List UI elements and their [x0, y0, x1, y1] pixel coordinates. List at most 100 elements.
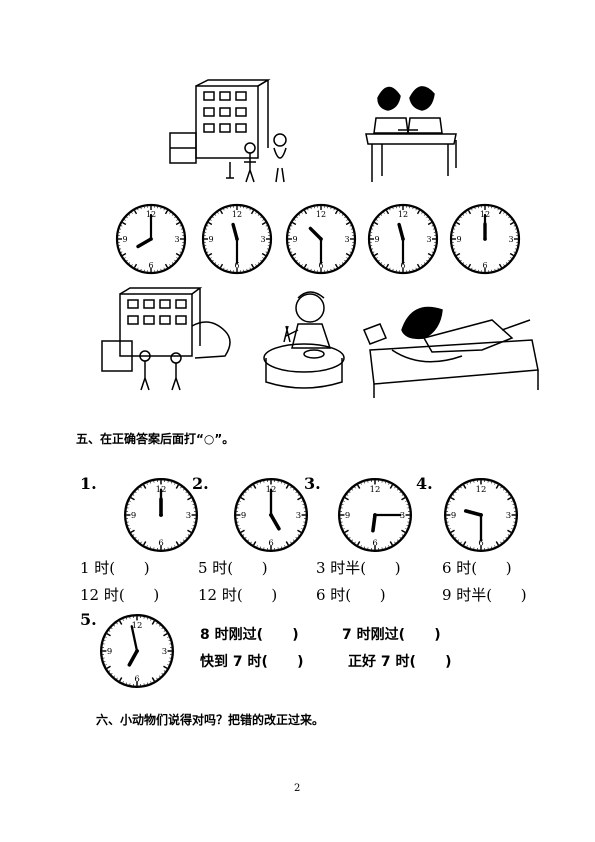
clock-number: 9: [241, 510, 246, 520]
clock-tick: [106, 665, 111, 670]
question-2-option-b[interactable]: 12 时( ): [198, 586, 278, 604]
clock-tick: [110, 672, 113, 675]
clock-tick: [191, 500, 193, 502]
clock-number: 6: [158, 538, 163, 548]
clock-number: 9: [131, 510, 136, 520]
clock-tick: [423, 214, 426, 216]
clock-tick: [252, 484, 257, 489]
clock-tick: [509, 252, 514, 257]
clock-tick: [290, 251, 293, 253]
clock-number: 9: [122, 235, 127, 244]
clock-tick: [187, 534, 190, 536]
clock-tick: [113, 624, 116, 627]
clock-tick: [372, 225, 375, 227]
clock-tick: [396, 488, 399, 491]
clock-tick: [249, 267, 251, 270]
clock-tick: [208, 221, 213, 226]
clock-tick: [349, 225, 352, 227]
question-1-option-b[interactable]: 12 时( ): [80, 586, 160, 604]
clock-tick: [334, 263, 339, 268]
clock-tick: [250, 263, 255, 268]
clock-tick: [296, 259, 298, 262]
question-2-option-a[interactable]: 5 时( ): [198, 559, 268, 577]
clock-number: 9: [374, 235, 379, 244]
clock-tick: [131, 212, 133, 214]
clock-tick: [460, 541, 462, 544]
clock-number: 3: [174, 235, 179, 244]
question-1-option-a[interactable]: 1 时( ): [80, 559, 150, 577]
clock-tick: [105, 664, 107, 666]
clock-tick: [142, 541, 147, 546]
clock-tick: [132, 494, 135, 496]
clock-tick: [240, 496, 245, 501]
question-2-number: 2.: [192, 474, 209, 493]
clock-tick: [210, 219, 212, 221]
clock-tick: [292, 539, 295, 542]
clock-tick: [454, 251, 457, 253]
clock-tick: [503, 264, 505, 266]
clock-tick: [187, 529, 192, 534]
clock-number: 6: [478, 538, 483, 548]
clock-tick: [176, 257, 178, 259]
clock-tick: [140, 541, 142, 544]
clock-tick: [301, 500, 303, 502]
clock-tick: [405, 528, 407, 530]
clock-tick: [167, 664, 169, 666]
clock-tick: [260, 216, 262, 219]
clock-tick: [498, 210, 503, 215]
question-5-option-d[interactable]: 正好 7 时( ): [348, 654, 452, 670]
clock-tick: [500, 486, 502, 489]
clock-tick: [171, 214, 174, 216]
question-3-option-a[interactable]: 3 时半( ): [316, 559, 401, 577]
clock-tick: [421, 212, 423, 214]
clock-tick: [116, 677, 118, 680]
clock-tick: [151, 620, 156, 625]
clock-tick: [140, 486, 142, 489]
clock-tick: [223, 267, 225, 270]
clock-tick: [158, 624, 161, 627]
clock-tick: [164, 263, 169, 268]
clock-tick: [161, 627, 164, 630]
question-4-option-b[interactable]: 9 时半( ): [442, 586, 527, 604]
clock-tick: [465, 212, 467, 214]
clock-tick: [284, 483, 286, 485]
question-3-option-b[interactable]: 6 时( ): [316, 586, 386, 604]
question-4-option-a[interactable]: 6 时( ): [442, 559, 512, 577]
clock-tick: [185, 491, 188, 494]
boy-sleeping-illustration: [363, 306, 539, 398]
clock-tick: [449, 528, 451, 530]
clock-tick: [217, 264, 219, 266]
clock-tick: [214, 214, 217, 216]
clock-number: 3: [506, 510, 511, 520]
clock-number: 3: [344, 235, 349, 244]
clock-tick: [462, 262, 465, 264]
question-5-option-b[interactable]: 7 时刚过( ): [342, 627, 441, 643]
clock-tick: [513, 251, 516, 253]
clock-number: 6: [148, 261, 153, 270]
question-5-number: 5.: [80, 610, 97, 629]
clock-tick: [467, 210, 472, 215]
clock-tick: [210, 257, 212, 259]
clock-center: [479, 513, 483, 517]
question-5-option-a[interactable]: 8 时刚过( ): [200, 627, 299, 643]
clock-number: 12: [232, 210, 242, 219]
clock-number: 9: [208, 235, 213, 244]
clock-tick: [290, 541, 292, 544]
clock-tick: [458, 257, 460, 259]
clock-tick: [256, 483, 258, 485]
clock-tick: [242, 534, 245, 536]
clock-tick: [465, 264, 467, 266]
clock-tick: [126, 216, 128, 219]
clock-tick: [174, 483, 176, 485]
clock-tick: [185, 536, 188, 539]
clock-number: 6: [318, 261, 323, 270]
clock-number: 3: [426, 235, 431, 244]
clock-tick: [212, 259, 214, 262]
clock-tick: [163, 632, 168, 637]
clock-tick: [163, 630, 166, 632]
question-5-option-c[interactable]: 快到 7 时( ): [200, 654, 304, 670]
clock-tick: [175, 252, 180, 257]
clock-tick: [295, 536, 298, 539]
clock-tick: [105, 636, 107, 638]
clock-tick: [137, 539, 140, 542]
